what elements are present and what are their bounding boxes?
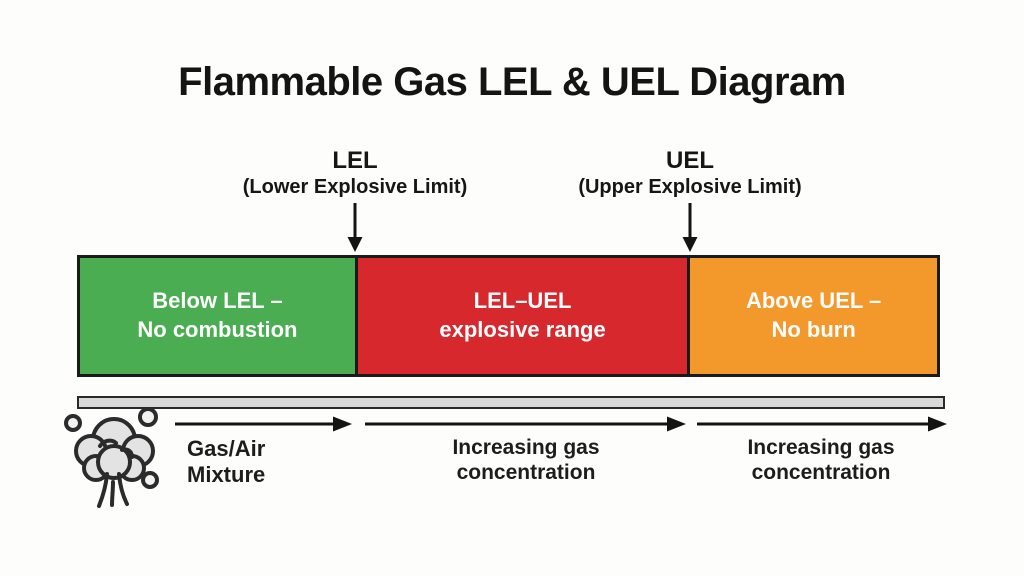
zone-label-line: No combustion	[137, 317, 298, 342]
uel-annotation: UEL (Upper Explosive Limit)	[578, 147, 802, 200]
axis-label-line: Gas/Air	[187, 436, 266, 461]
zone-label-line: explosive range	[439, 317, 606, 342]
zone-label-line: Above UEL –	[745, 288, 882, 314]
axis-label-line: concentration	[456, 460, 596, 484]
lel-full-name: (Lower Explosive Limit)	[242, 176, 468, 199]
zone-label-line: Below LEL –	[152, 288, 283, 314]
axis-label-line: Mixture	[187, 461, 266, 487]
lel-abbr: LEL	[332, 147, 378, 174]
concentration-track	[77, 396, 945, 409]
zone-label-line: LEL–UEL	[473, 288, 572, 314]
flow-arrow-icon	[365, 416, 686, 432]
zone-above-uel: Above UEL – No burn	[687, 258, 937, 374]
axis-label-gas-air-mixture: Gas/Air Mixture	[187, 436, 265, 488]
flow-arrow-icon	[175, 416, 352, 432]
zone-label-line: No burn	[771, 317, 856, 342]
uel-pointer-arrow-icon	[682, 203, 698, 252]
axis-label-line: Increasing gas	[747, 436, 895, 459]
lel-pointer-arrow-icon	[347, 203, 363, 252]
zone-explosive-range: LEL–UEL explosive range	[354, 258, 688, 374]
flammability-zone-bar: Below LEL – No combustion LEL–UEL explos…	[77, 255, 940, 377]
flow-arrow-icon	[697, 416, 947, 432]
axis-label-line: concentration	[751, 460, 891, 484]
uel-full-name: (Upper Explosive Limit)	[578, 176, 802, 199]
axis-label-increasing-concentration-right: Increasing gas concentration	[747, 436, 894, 486]
axis-label-line: Increasing gas	[452, 436, 600, 459]
uel-abbr: UEL	[666, 147, 714, 174]
gas-cloud-icon	[64, 407, 159, 508]
page-title: Flammable Gas LEL & UEL Diagram	[178, 60, 846, 104]
zone-below-lel: Below LEL – No combustion	[80, 258, 355, 374]
axis-label-increasing-concentration-mid: Increasing gas concentration	[452, 436, 599, 486]
lel-annotation: LEL (Lower Explosive Limit)	[242, 147, 468, 200]
